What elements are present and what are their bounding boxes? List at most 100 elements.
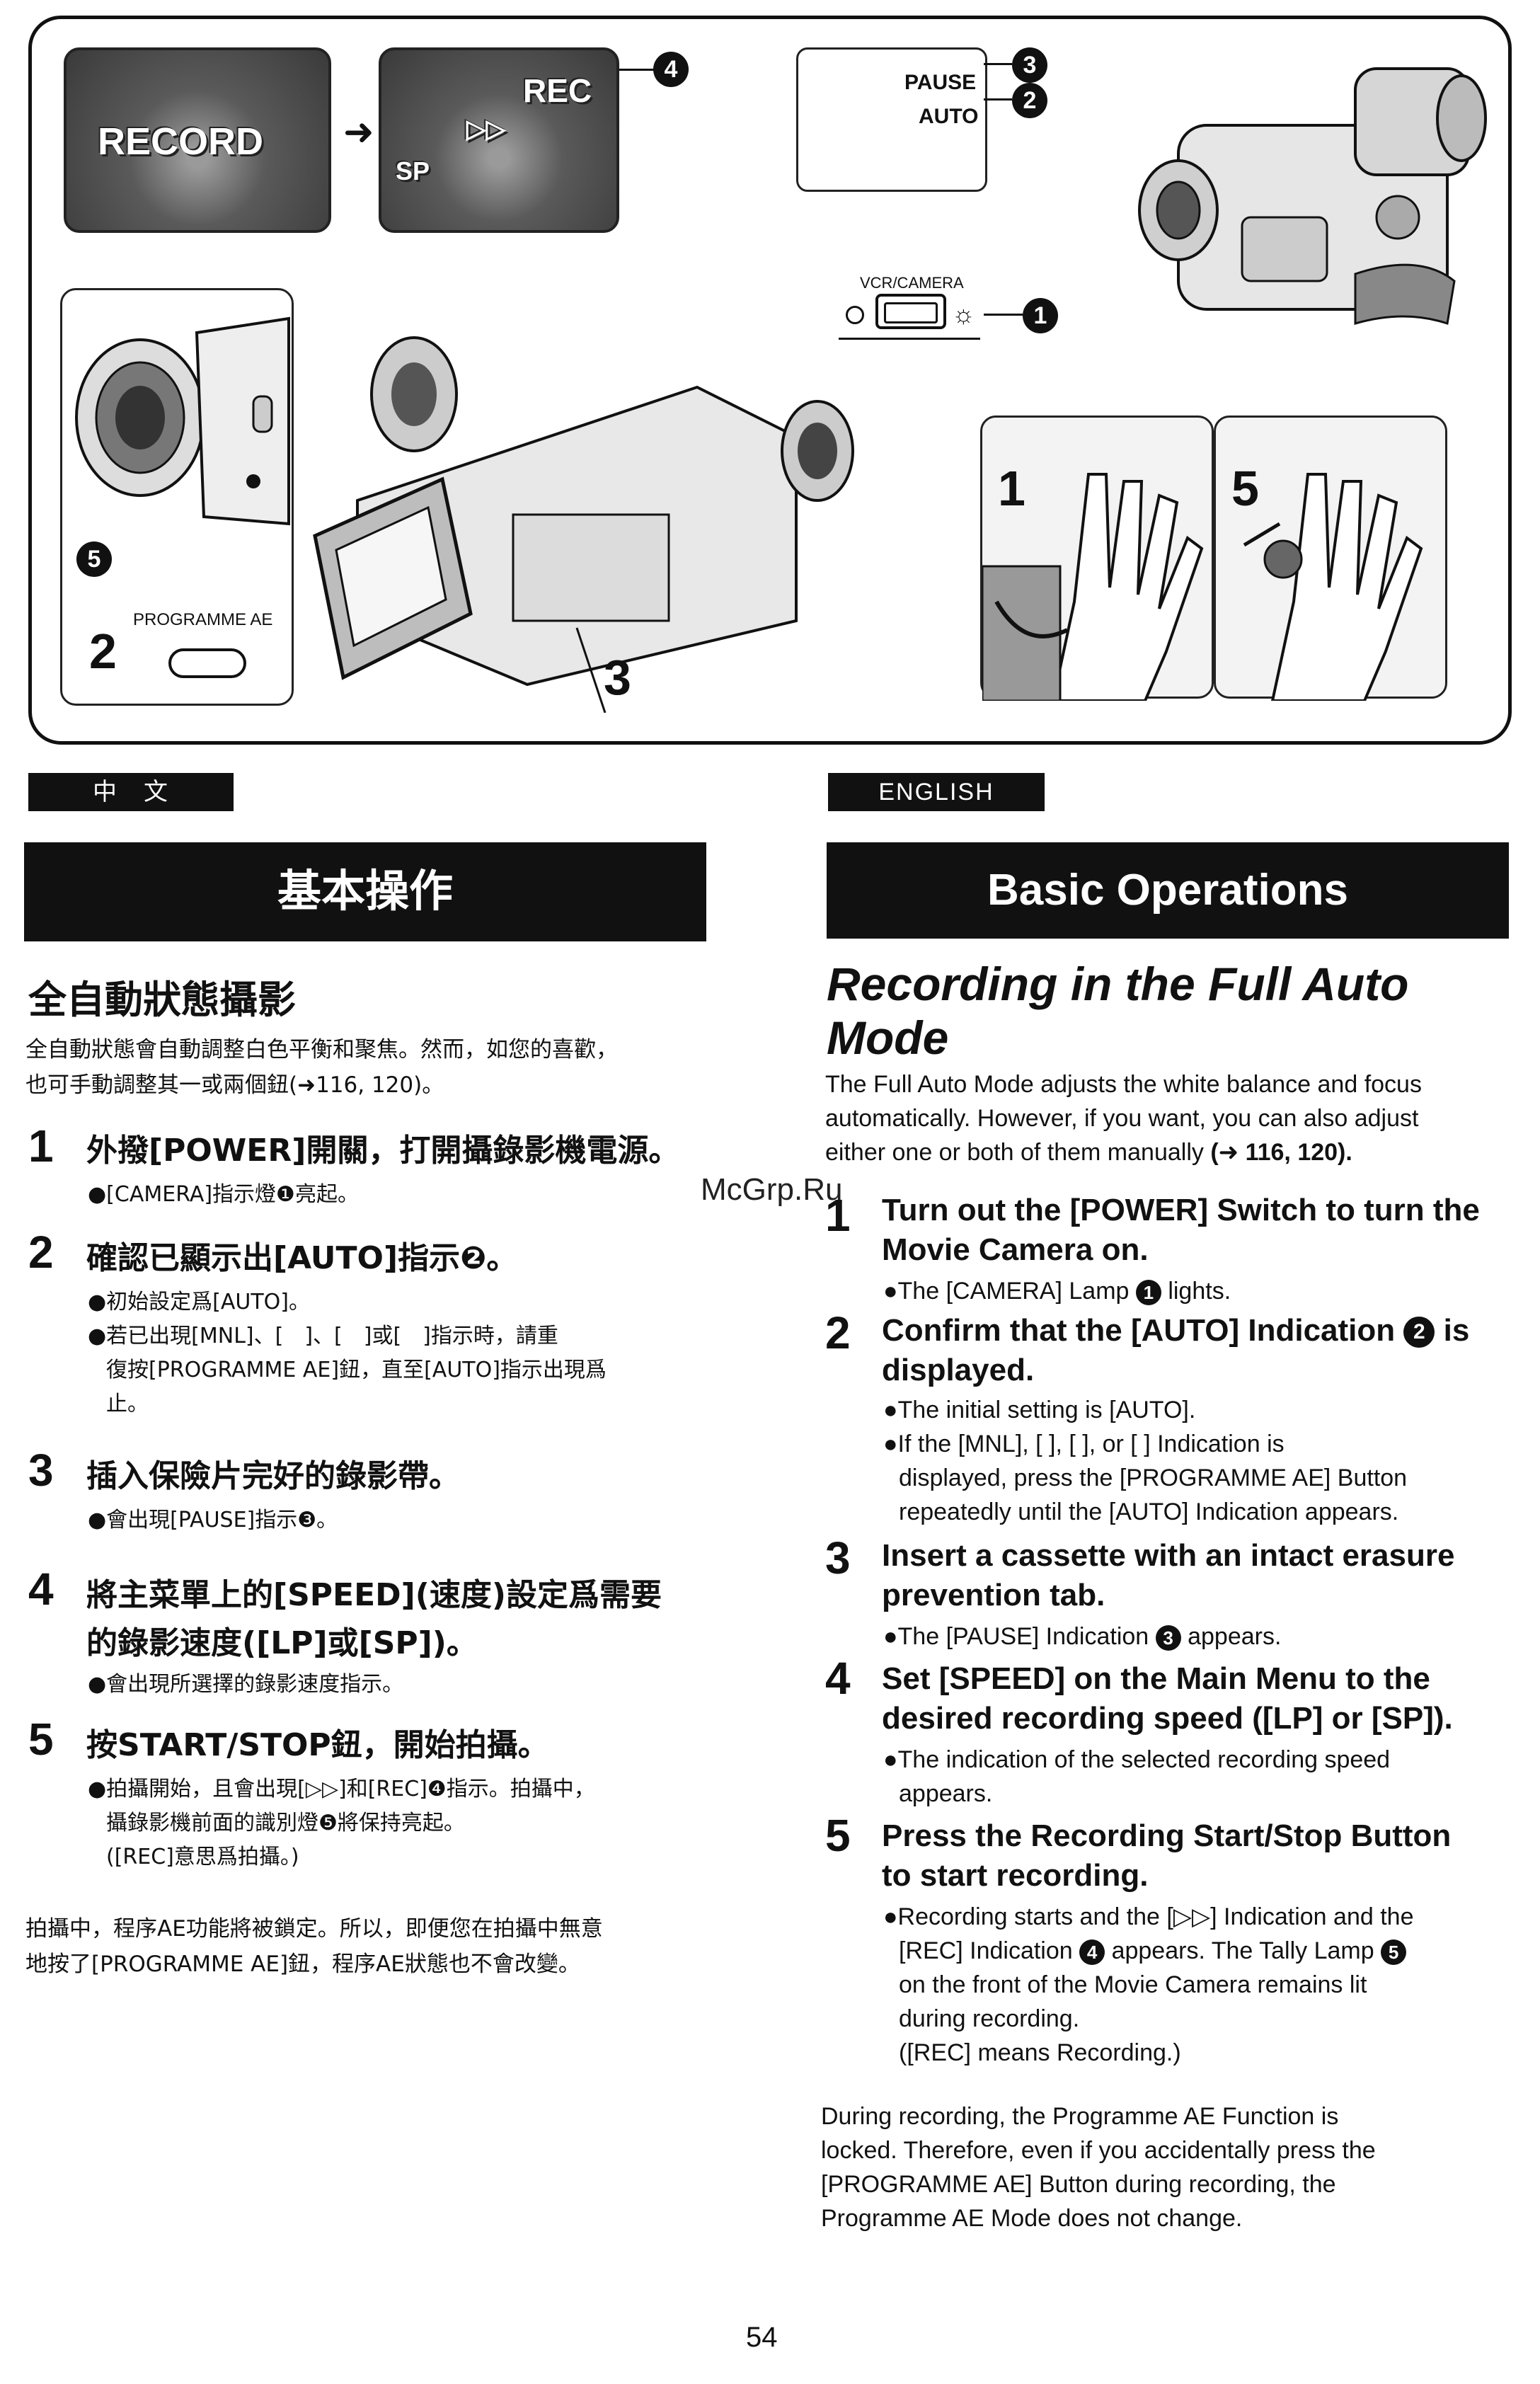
bullet-line: ●The initial setting is [AUTO]. — [883, 1397, 1196, 1423]
title-line: Movie Camera on. — [882, 1232, 1149, 1267]
title-bar-english: Basic Operations — [827, 842, 1509, 939]
title-line: 將主菜單上的[SPEED](速度)設定爲需要 — [86, 1577, 662, 1613]
title-line: 的錄影速度([LP]或[SP])。 — [86, 1625, 478, 1661]
lamp-glow-icon: ☼ — [952, 299, 975, 328]
bullet-line: 復按[PROGRAMME AE]鈕，直至[AUTO]指示出現爲 — [106, 1358, 607, 1382]
viewfinder-screen-record: RECORD — [64, 47, 331, 233]
footer-english: During recording, the Programme AE Funct… — [821, 2099, 1376, 2235]
sp-text: SP — [396, 156, 430, 185]
callout-ref: 5 — [1381, 1939, 1407, 1966]
lang-tab-chinese: 中 文 — [28, 773, 234, 811]
bullet-line: appears. — [899, 1780, 993, 1807]
step-title: 將主菜單上的[SPEED](速度)設定爲需要 的錄影速度([LP]或[SP])。 — [86, 1571, 662, 1668]
step-number: 1 — [825, 1190, 851, 1241]
step-title: Insert a cassette with an intact erasure… — [882, 1536, 1454, 1615]
programme-ae-label: PROGRAMME AE — [133, 610, 273, 629]
intro-line: 也可手動調整其一或兩個鈕(➜116, 120)。 — [25, 1072, 444, 1098]
leader-line — [984, 63, 1012, 65]
step-title: Set [SPEED] on the Main Menu to the desi… — [882, 1659, 1453, 1738]
bullet-line: displayed, press the [PROGRAMME AE] Butt… — [899, 1465, 1408, 1491]
step-bullet: ●The indication of the selected recordin… — [883, 1743, 1390, 1811]
bullet-text: appears. — [1188, 1623, 1282, 1650]
title-bar-chinese: 基本操作 — [24, 842, 706, 941]
title-text: is — [1443, 1313, 1470, 1348]
hand-panel-1: 1 — [980, 416, 1214, 701]
step-number: 2 — [28, 1227, 54, 1278]
intro-chinese: 全自動狀態會自動調整白色平衡和聚焦。然而，如您的喜歡， 也可手動調整其一或兩個鈕… — [25, 1032, 618, 1103]
bullet-line: 止。 — [106, 1392, 149, 1416]
bullet-line: ●Recording starts and the [▷▷] Indicatio… — [883, 1903, 1414, 1930]
bullet-text: ●The [PAUSE] Indication — [883, 1623, 1149, 1650]
callout-ref: 1 — [1135, 1280, 1161, 1306]
title-line: Press the Recording Start/Stop Button — [882, 1818, 1452, 1853]
pause-label: PAUSE — [904, 71, 977, 94]
bullet-text: [REC] Indication — [899, 1937, 1073, 1964]
subtitle-line: Mode — [827, 1012, 949, 1064]
switch-pivot-icon — [846, 306, 864, 324]
lang-tab-english: ENGLISH — [828, 773, 1045, 811]
title-line: desired recording speed ([LP] or [SP]). — [882, 1701, 1453, 1736]
step-bullet: ●The [PAUSE] Indication 3 appears. — [883, 1620, 1281, 1654]
bullet-line: ([REC]意思爲拍攝。) — [106, 1845, 299, 1869]
switch-baseline — [839, 338, 980, 340]
step-bullet: ●會出現[PAUSE]指示❸。 — [88, 1508, 338, 1532]
bullet-text: lights. — [1168, 1278, 1231, 1305]
step-bullet: ●The [CAMERA] Lamp 1 lights. — [883, 1274, 1231, 1308]
bullet-text: appears. The Tally Lamp — [1111, 1937, 1374, 1964]
bullet-line: ●初始設定爲[AUTO]。 — [88, 1290, 311, 1314]
bullet-line: during recording. — [899, 2005, 1080, 2032]
title-line: displayed. — [882, 1353, 1035, 1387]
intro-line: automatically. However, if you want, you… — [825, 1105, 1419, 1132]
vcr-camera-label: VCR/CAMERA — [860, 274, 964, 292]
bullet-line: ●If the [MNL], [ ], [ ], or [ ] Indicati… — [883, 1431, 1285, 1457]
illustration-frame: RECORD ➜ REC SP ▷▷ 4 PAUSE AUTO 3 2 — [28, 16, 1512, 745]
step-3-label: 3 — [604, 650, 631, 705]
viewfinder-screen-rec: REC SP ▷▷ — [379, 47, 619, 233]
footer-line: Programme AE Mode does not change. — [821, 2205, 1243, 2232]
intro-line: 全自動狀態會自動調整白色平衡和聚焦。然而，如您的喜歡， — [25, 1037, 618, 1062]
subtitle-chinese: 全自動狀態攝影 — [28, 978, 296, 1022]
programme-ae-button[interactable] — [168, 648, 246, 678]
footer-line: During recording, the Programme AE Funct… — [821, 2103, 1339, 2130]
intro-english: The Full Auto Mode adjusts the white bal… — [825, 1067, 1422, 1169]
intro-text: either one or both of them manually — [825, 1139, 1204, 1166]
step-number: 4 — [825, 1653, 851, 1704]
step-title: 外撥[POWER]開關，打開攝錄影機電源。 — [86, 1133, 680, 1169]
footer-line: 地按了[PROGRAMME AE]鈕，程序AE狀態也不會改變。 — [25, 1952, 580, 1977]
record-text: RECORD — [98, 120, 264, 163]
callout-2: 2 — [1012, 83, 1047, 118]
vcr-camera-button[interactable] — [875, 294, 946, 329]
auto-label: AUTO — [919, 105, 979, 128]
step-title: Confirm that the [AUTO] Indication 2 is … — [882, 1311, 1469, 1390]
page-number: 54 — [746, 2322, 778, 2353]
step-number: 3 — [28, 1445, 54, 1496]
step-number: 5 — [28, 1714, 54, 1765]
intro-line: either one or both of them manually (➜ 1… — [825, 1135, 1422, 1169]
step-number: 5 — [825, 1810, 851, 1861]
step-number: 4 — [28, 1564, 54, 1615]
step-bullet: ●拍攝開始，且會出現[▷▷]和[REC]❹指示。拍攝中， 攝錄影機前面的識別燈❺… — [88, 1772, 595, 1874]
bullet-text: ●The [CAMERA] Lamp — [883, 1278, 1130, 1305]
callout-ref: 2 — [1403, 1317, 1435, 1348]
step-title: 確認已顯示出[AUTO]指示❷。 — [86, 1240, 518, 1276]
callout-5: 5 — [76, 541, 112, 577]
page-reference: (➜ 116, 120). — [1210, 1139, 1352, 1166]
hand-panel-5: 5 — [1214, 416, 1447, 701]
camcorder-side-view: 3 — [301, 316, 888, 714]
title-line: Turn out the [POWER] Switch to turn the — [882, 1193, 1480, 1227]
step-title: 按START/STOP鈕，開始拍攝。 — [86, 1727, 549, 1763]
hand-step-1-label: 1 — [998, 461, 1025, 516]
step-title: Turn out the [POWER] Switch to turn the … — [882, 1191, 1480, 1270]
callout-ref: 4 — [1079, 1939, 1105, 1966]
step-bullet: ●Recording starts and the [▷▷] Indicatio… — [883, 1900, 1413, 2070]
callout-4: 4 — [653, 52, 689, 87]
subtitle-line: Recording in the Full Auto — [827, 958, 1409, 1010]
footer-line: locked. Therefore, even if you accidenta… — [821, 2137, 1376, 2164]
bullet-line: ●若已出現[MNL]、[ ]、[ ]或[ ]指示時，請重 — [88, 1324, 558, 1348]
title-line: Insert a cassette with an intact erasure — [882, 1538, 1455, 1573]
camcorder-top-view — [1122, 40, 1504, 352]
bullet-line: ●The indication of the selected recordin… — [883, 1746, 1391, 1773]
step-bullet: ●會出現所選擇的錄影速度指示。 — [88, 1672, 404, 1697]
bullet-line: ([REC] means Recording.) — [899, 2039, 1181, 2066]
step-title: 插入保險片完好的錄影帶。 — [86, 1458, 460, 1494]
